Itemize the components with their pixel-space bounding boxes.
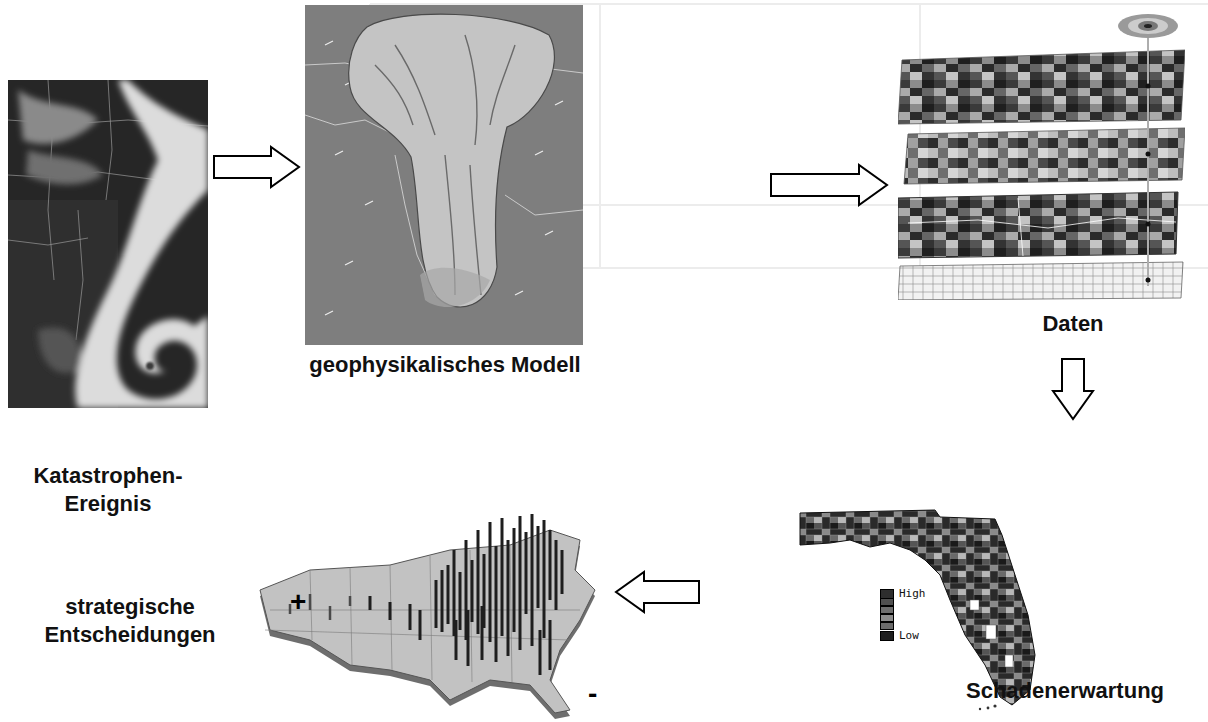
model-render-part <box>465 35 477 145</box>
model-render-part <box>365 201 373 205</box>
satellite-image-part <box>8 238 88 245</box>
legend-scale-part <box>881 607 894 614</box>
satellite-image-part <box>146 362 154 370</box>
legend-text: High <box>899 588 926 599</box>
flow-arrow <box>1053 359 1093 419</box>
model-render-part <box>305 5 583 345</box>
image-panel: strategische Entscheidungen <box>20 505 610 720</box>
legend-text: Low <box>899 630 919 641</box>
data-layers-part <box>908 218 1176 228</box>
model-render-part <box>420 268 490 307</box>
legend-row: High <box>880 588 926 599</box>
caption-box: Katastrophen-Ereignis <box>8 462 208 517</box>
data-layers-part <box>1146 222 1151 227</box>
caption-text: geophysikalisches Modell <box>305 351 585 379</box>
satellite-image-part <box>106 80 112 200</box>
model-render-part <box>375 65 413 125</box>
data-layers-part <box>1146 152 1151 157</box>
background-grid-part <box>599 4 601 268</box>
loss-map-part <box>979 708 981 710</box>
legend-scale-part <box>881 615 894 622</box>
flow-arrow <box>771 165 887 205</box>
satellite-image-part <box>8 80 208 408</box>
loss-map-part <box>800 510 1035 705</box>
data-layers-part <box>1118 14 1178 38</box>
model-render-part <box>349 14 555 307</box>
caption-box: Daten <box>1013 310 1133 338</box>
legend-scale <box>880 598 896 632</box>
flow-arrow <box>616 572 699 612</box>
caption-text: Daten <box>1013 310 1133 338</box>
data-layers-part <box>898 50 1185 124</box>
data-layers-part <box>1146 84 1151 89</box>
satellite-image-part <box>26 150 103 184</box>
data-layers-part <box>1144 24 1152 28</box>
loss-map-part <box>986 625 996 639</box>
caption-box: geophysikalisches Modell <box>305 351 585 379</box>
loss-map-part <box>970 600 1013 667</box>
data-layers-part <box>1018 198 1023 256</box>
data-layers-part <box>908 198 1176 256</box>
model-render-part <box>325 41 333 45</box>
model-render-part <box>325 311 333 315</box>
satellite-image-part <box>18 80 208 408</box>
legend-scale-part <box>881 599 894 606</box>
model-render-part <box>505 195 583 215</box>
model-render-part <box>395 45 435 135</box>
map-sign: + <box>290 586 306 617</box>
legend-scale-part <box>881 623 894 630</box>
background-grid-part <box>370 3 1208 5</box>
model-render-part <box>490 45 515 125</box>
data-layers-part <box>1146 278 1151 283</box>
model-render-part <box>545 231 553 235</box>
satellite-image-part <box>38 327 81 373</box>
loss-map-part <box>1005 655 1013 667</box>
strategy-map-part <box>370 514 562 675</box>
data-layers-part <box>1138 21 1158 31</box>
data-layers-part <box>904 128 1185 184</box>
model-render-part <box>335 151 343 155</box>
data-layers-part <box>898 262 1183 300</box>
data-layers-part <box>1128 18 1168 34</box>
model-render-part <box>515 291 523 295</box>
loss-map-part <box>979 704 997 710</box>
map-sign-wrap: + <box>290 588 306 616</box>
model-render <box>305 5 583 345</box>
caption-box: strategische Entscheidungen <box>20 593 240 648</box>
loss-map-part <box>970 600 979 610</box>
image-panel: Katastrophen-Ereignis <box>8 80 208 530</box>
caption-text: strategische Entscheidungen <box>20 593 240 648</box>
data-layers-part <box>1146 84 1151 283</box>
data-layers-part <box>898 192 1178 258</box>
legend-row: Low <box>880 630 919 641</box>
data-layers <box>898 8 1185 300</box>
caption-text: Katastrophen-Ereignis <box>8 462 208 517</box>
satellite-image <box>8 80 208 408</box>
map-sign-wrap: - <box>588 680 597 708</box>
flow-arrow <box>214 147 299 187</box>
caption-text: Schadenerwartung <box>945 677 1185 705</box>
model-render-part <box>345 261 353 265</box>
loss-map-part <box>993 704 996 707</box>
satellite-image-part <box>76 210 83 340</box>
model-render-part <box>535 151 543 155</box>
image-panel: Schadenerwartung <box>705 425 1195 720</box>
loss-map-part <box>987 707 990 710</box>
satellite-image-part <box>18 90 98 144</box>
legend-swatch <box>880 589 894 599</box>
data-layers-part <box>1147 38 1149 286</box>
satellite-image-part <box>75 80 208 408</box>
image-panel: geophysikalisches Modell <box>305 5 765 415</box>
data-layers-part <box>1148 38 1149 286</box>
caption-box: Schadenerwartung <box>945 677 1185 705</box>
model-render-part <box>555 101 563 105</box>
model-render-part <box>375 35 515 295</box>
map-sign: - <box>588 678 597 709</box>
legend-swatch <box>880 631 894 641</box>
image-panel: Daten <box>893 8 1193 353</box>
